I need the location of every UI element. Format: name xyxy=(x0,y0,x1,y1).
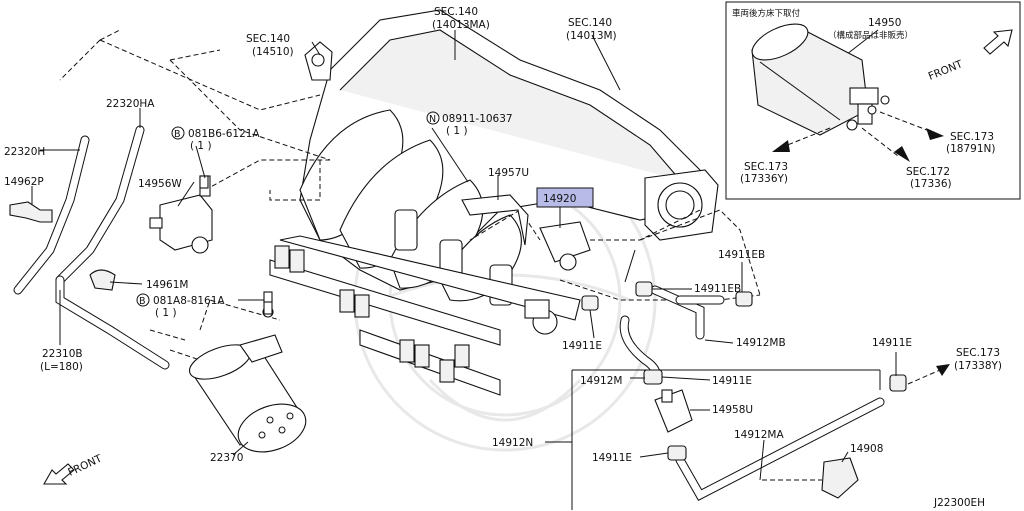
front-arrow: FRONT xyxy=(43,452,104,485)
label-sec140-14013m-a[interactable]: SEC.140 xyxy=(568,17,612,29)
inset-ref-17336: (17336) xyxy=(910,178,952,190)
arrow-icon xyxy=(936,364,950,376)
label-14911e-3[interactable]: 14911E xyxy=(712,375,752,387)
label-sec173-17338y-b[interactable]: (17338Y) xyxy=(954,360,1002,372)
label-08911-a[interactable]: 08911-10637 xyxy=(442,113,513,125)
label-sec140-14013ma-b[interactable]: (14013MA) xyxy=(432,19,490,31)
inset-ref-18791n: (18791N) xyxy=(946,143,995,155)
label-08911-b[interactable]: ( 1 ) xyxy=(446,125,468,137)
label-14958u[interactable]: 14958U xyxy=(712,404,753,416)
label-sec140-14510-a[interactable]: SEC.140 xyxy=(246,33,290,45)
badge-n: N xyxy=(429,114,436,125)
inset-ref-sec173b: SEC.173 xyxy=(744,161,788,173)
label-sec140-14510-b[interactable]: (14510) xyxy=(252,46,294,58)
label-14911eb-2[interactable]: 14911EB xyxy=(694,283,741,295)
label-14912m[interactable]: 14912M xyxy=(580,375,622,387)
nut-badge-icon xyxy=(426,111,440,125)
label-081a8-a[interactable]: 081A8-8161A xyxy=(153,295,225,307)
label-22320ha[interactable]: 22320HA xyxy=(106,98,155,110)
label-sec140-14013m-b[interactable]: (14013M) xyxy=(566,30,617,42)
bolt-badge-icon xyxy=(171,126,185,140)
badge-b-1: B xyxy=(174,129,181,140)
inset-ref-sec173: SEC.173 xyxy=(950,131,994,143)
diagram-id: J22300EH xyxy=(933,497,985,509)
label-14912n[interactable]: 14912N xyxy=(492,437,533,449)
inset-part-number: 14950 xyxy=(868,17,901,29)
label-sec173-17338y-a[interactable]: SEC.173 xyxy=(956,347,1000,359)
label-14957u[interactable]: 14957U xyxy=(488,167,529,179)
inset-panel: 車両後方床下取付 14950 （構成部品は非販売） SEC.173 (18791… xyxy=(725,1,1021,200)
label-22310b-b[interactable]: (L=180) xyxy=(40,361,83,373)
label-14912mb[interactable]: 14912MB xyxy=(736,337,786,349)
label-14956w[interactable]: 14956W xyxy=(138,178,182,190)
label-14920[interactable]: 14920 xyxy=(543,193,576,205)
inset-header: 車両後方床下取付 xyxy=(732,8,801,19)
badge-b-2: B xyxy=(139,296,146,307)
canister-14950 xyxy=(751,23,890,136)
label-14911e-4[interactable]: 14911E xyxy=(592,452,632,464)
label-22320h[interactable]: 22320H xyxy=(4,146,45,158)
label-14911e-1[interactable]: 14911E xyxy=(562,340,602,352)
label-081a8-b[interactable]: ( 1 ) xyxy=(155,307,177,319)
label-14961m[interactable]: 14961M xyxy=(146,279,188,291)
part-labels: SEC.140 (14510) SEC.140 (14013MA) SEC.14… xyxy=(4,6,1002,464)
injectors xyxy=(274,245,470,383)
inset-ref-17336y: (17336Y) xyxy=(740,173,788,185)
label-14908[interactable]: 14908 xyxy=(850,443,883,455)
small-parts xyxy=(9,175,907,499)
intake-manifold xyxy=(269,9,719,396)
label-22370[interactable]: 22370 xyxy=(210,452,243,464)
arrow-icon xyxy=(772,140,790,152)
label-14911e-2[interactable]: 14911E xyxy=(872,337,912,349)
label-14962p[interactable]: 14962P xyxy=(4,176,44,188)
label-sec140-14013ma-a[interactable]: SEC.140 xyxy=(434,6,478,18)
label-081b6-b[interactable]: ( 1 ) xyxy=(190,140,212,152)
arrow-icon xyxy=(894,146,910,162)
front-label: FRONT xyxy=(66,452,104,478)
label-081b6-a[interactable]: 081B6-6121A xyxy=(188,128,260,140)
leader-lines xyxy=(31,30,950,481)
group-box-14912n xyxy=(571,369,881,510)
label-22310b-a[interactable]: 22310B xyxy=(42,348,83,360)
bolt-badge-icon xyxy=(136,293,150,307)
canister-22370 xyxy=(189,299,307,453)
label-14911eb-1[interactable]: 14911EB xyxy=(718,249,765,261)
highlight-14920[interactable] xyxy=(536,187,594,208)
label-14912ma[interactable]: 14912MA xyxy=(734,429,784,441)
arrow-icon xyxy=(926,128,944,140)
inset-ref-sec172: SEC.172 xyxy=(906,166,950,178)
